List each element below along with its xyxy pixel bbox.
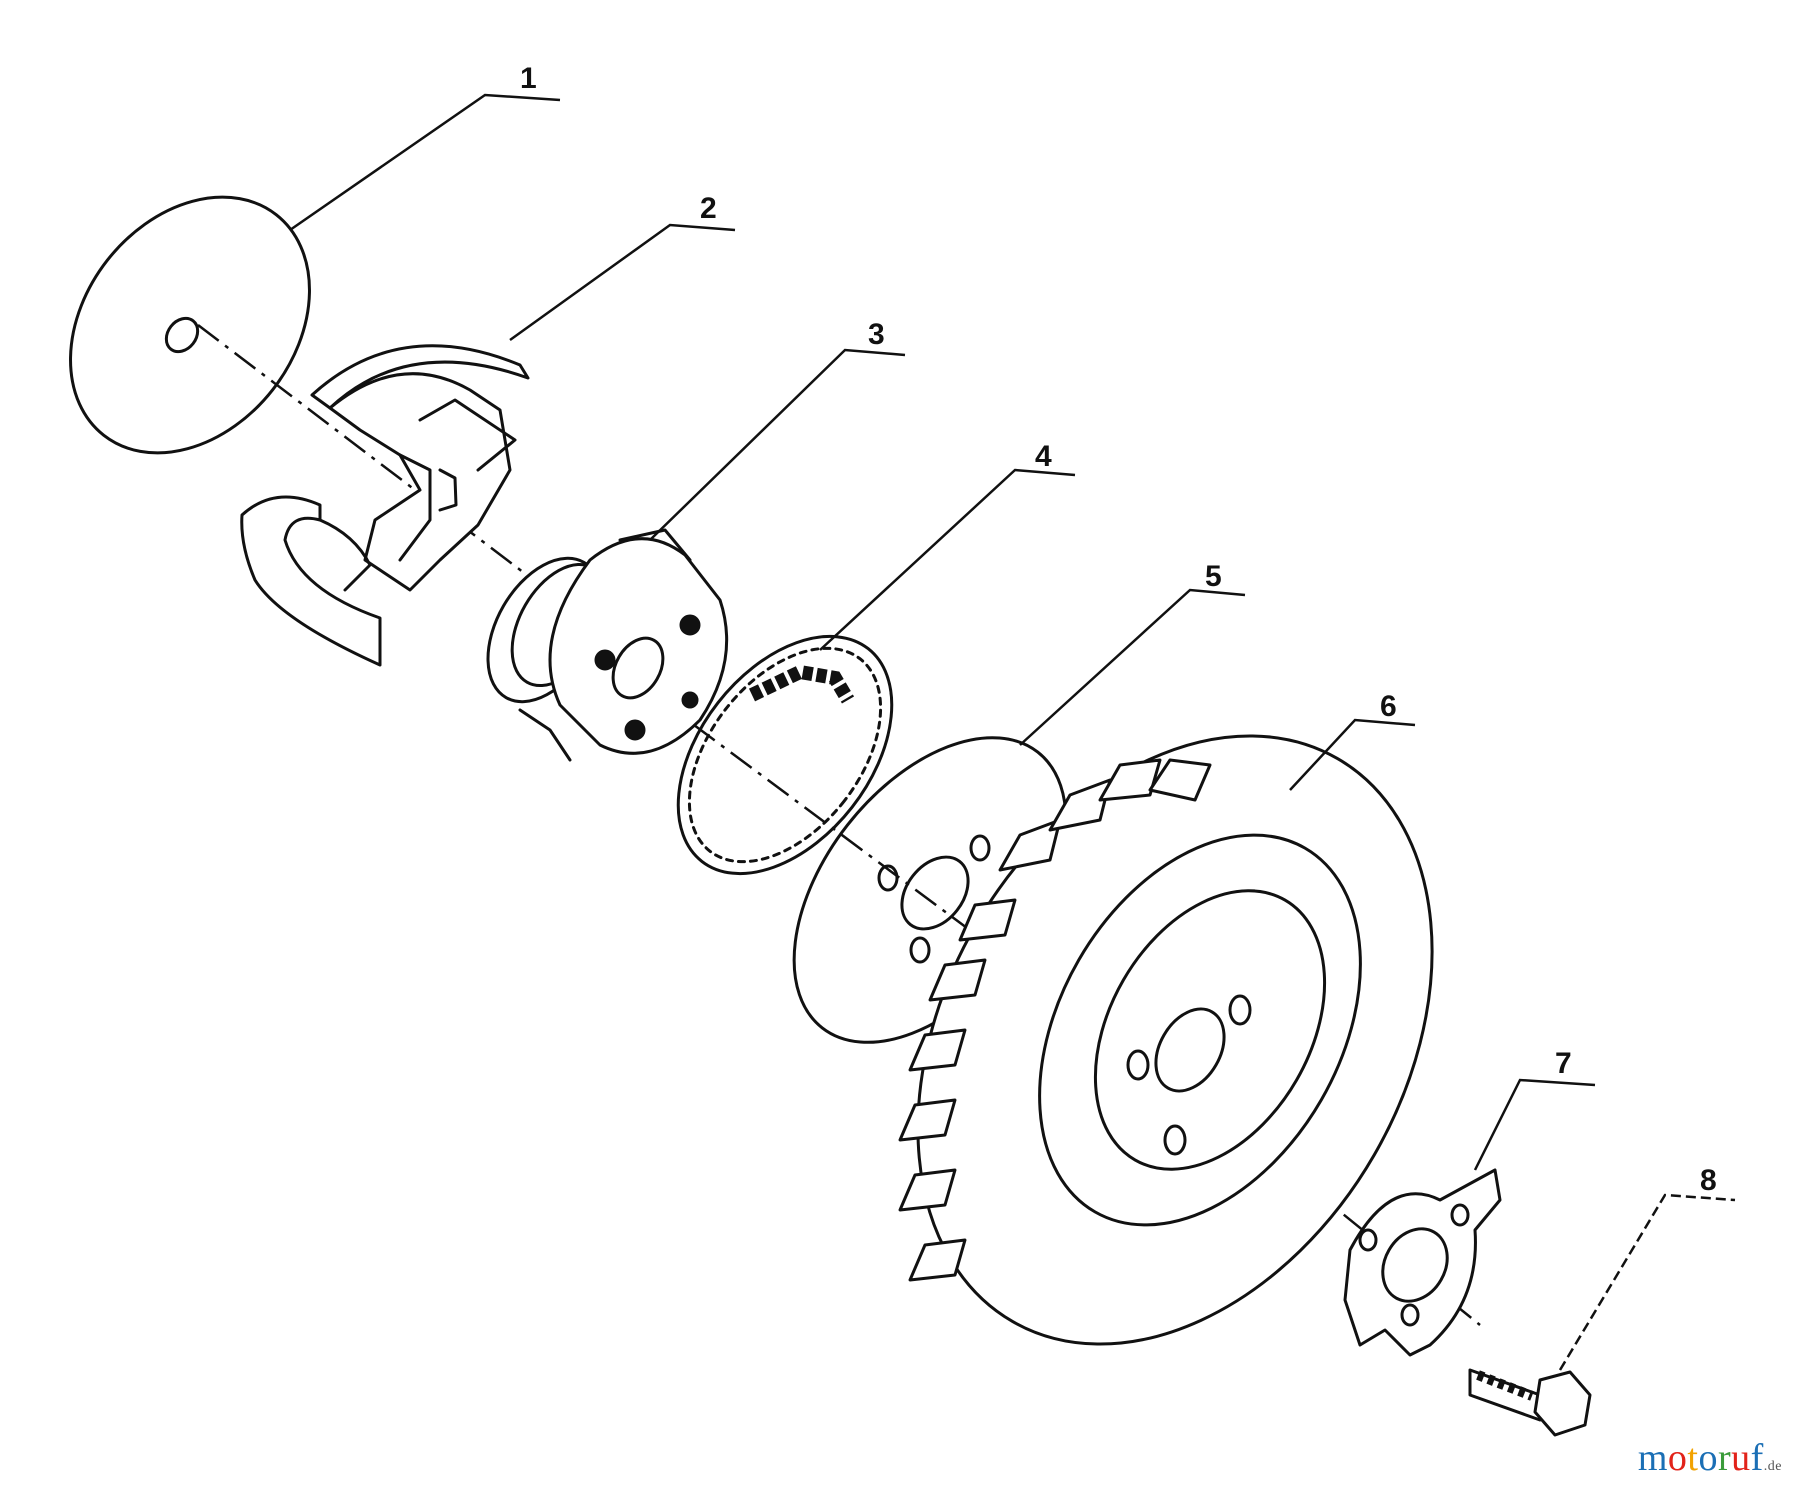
callout-7: 7 [1555,1047,1572,1080]
part-2-clutch-shoes [240,344,530,667]
flywheel-fins [898,758,1212,1282]
motoruf-watermark-logo: motoruf.de [1638,1436,1782,1480]
callout-4: 4 [1035,440,1052,473]
callout-1: 1 [520,62,537,95]
watermark-letter: f [1750,1437,1764,1479]
watermark-letter: t [1687,1437,1699,1479]
callout-2: 2 [700,192,717,225]
watermark-letter: m [1637,1437,1668,1479]
watermark-letter: o [1667,1437,1688,1479]
watermark-tld: .de [1763,1459,1782,1474]
callout-leaders [289,93,1736,1371]
part-3-clutch-hub [486,528,729,762]
callout-3: 3 [868,318,885,351]
callout-6: 6 [1380,690,1397,723]
watermark-letter: u [1731,1437,1751,1479]
part-8-bolt [1468,1368,1592,1437]
part-4-spring-ring [676,634,894,876]
callout-numbers: 1 2 3 4 5 6 7 8 [520,62,1717,1197]
watermark-letter: r [1717,1437,1732,1479]
watermark-letter: o [1698,1437,1718,1479]
callout-5: 5 [1205,560,1222,593]
part-7-lock-washer [1343,1168,1502,1357]
part-6-flywheel [898,734,1434,1346]
part-1-cover-disc [69,195,311,455]
callout-8: 8 [1700,1164,1717,1197]
